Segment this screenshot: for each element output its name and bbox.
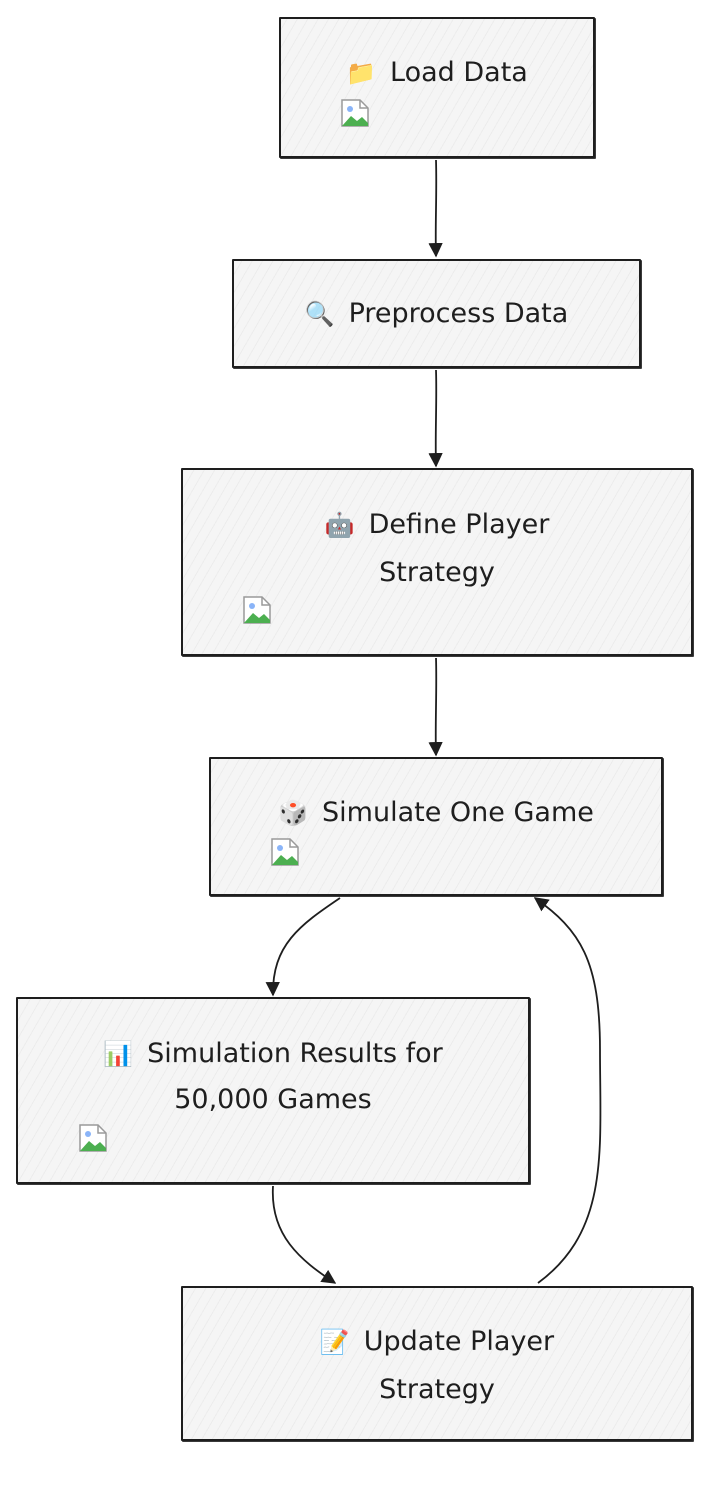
broken-image-icon — [79, 1124, 107, 1152]
node-simulate-one-game[interactable]: 🎲Simulate One Game — [209, 757, 663, 896]
broken-image-icon — [341, 99, 369, 127]
folder-icon: 📁 — [346, 59, 377, 87]
edge-define-to-simulate — [428, 657, 443, 757]
edge-results-to-update — [272, 1185, 337, 1284]
dice-icon: 🎲 — [278, 799, 309, 827]
node-update-player-strategy[interactable]: 📝Update Player Strategy — [181, 1286, 693, 1441]
edge-preprocess-to-define — [428, 369, 443, 468]
node-simulation-results-label-line2: 50,000 Games — [174, 1084, 372, 1115]
node-preprocess-data[interactable]: 🔍Preprocess Data — [232, 259, 641, 368]
node-update-player-strategy-label-line1: 📝Update Player — [183, 1318, 691, 1366]
edge-update-to-simulate — [533, 897, 602, 1284]
bar-chart-icon: 📊 — [103, 1040, 134, 1068]
node-update-player-strategy-label-line2: Strategy — [379, 1374, 495, 1405]
broken-image-icon — [271, 838, 299, 866]
edge-load-to-preprocess — [428, 159, 443, 258]
node-load-data-label: 📁Load Data — [281, 49, 593, 97]
robot-icon: 🤖 — [324, 511, 355, 539]
edge-simulate-to-results — [265, 897, 341, 997]
memo-icon: 📝 — [319, 1328, 350, 1356]
node-load-data[interactable]: 📁Load Data — [279, 17, 595, 158]
broken-image-icon — [243, 596, 271, 624]
node-simulate-one-game-label: 🎲Simulate One Game — [211, 789, 661, 837]
node-define-player-strategy[interactable]: 🤖Define Player Strategy — [181, 468, 693, 656]
magnifying-glass-icon: 🔍 — [304, 300, 335, 328]
node-define-player-strategy-label-line2: Strategy — [379, 557, 495, 588]
node-define-player-strategy-label-line1: 🤖Define Player — [183, 501, 691, 549]
node-simulation-results-label-line1: 📊Simulation Results for — [18, 1030, 528, 1078]
node-simulation-results[interactable]: 📊Simulation Results for 50,000 Games — [16, 997, 530, 1184]
node-preprocess-data-label: 🔍Preprocess Data — [234, 290, 639, 338]
